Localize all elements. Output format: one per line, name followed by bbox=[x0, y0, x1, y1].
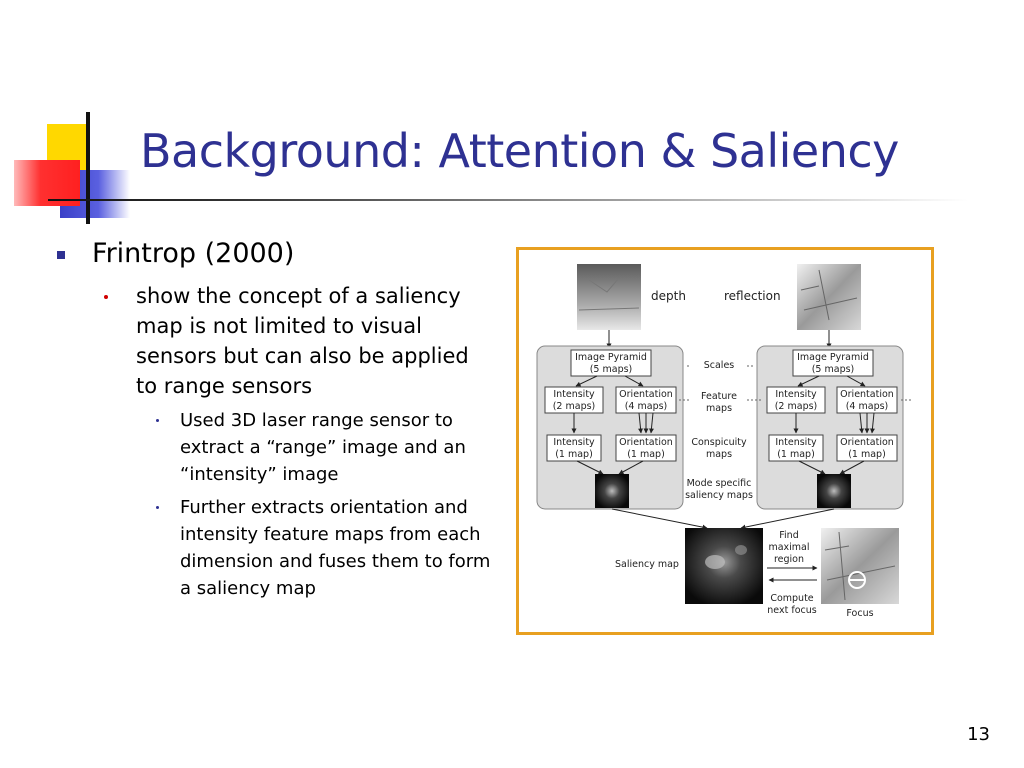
dot-bullet-icon bbox=[156, 419, 159, 422]
right-orientation-feature-box bbox=[836, 386, 898, 414]
mode-specific-label: saliency maps bbox=[685, 490, 753, 501]
box-count: (2 maps) bbox=[553, 401, 596, 412]
left-image-pyramid-box bbox=[570, 349, 652, 377]
right-image-pyramid-count: (5 maps) bbox=[812, 364, 855, 375]
arrow bbox=[839, 460, 865, 475]
sub-sub-bullet-laser: Used 3D laser range sensor to extract a … bbox=[52, 407, 492, 488]
reflection-image bbox=[797, 264, 861, 330]
page-number: 13 bbox=[967, 724, 990, 745]
left-image-pyramid-title: Image Pyramid bbox=[575, 352, 647, 363]
arrow bbox=[618, 460, 644, 475]
sub-sub-bullet-feature-maps: Further extracts orientation and intensi… bbox=[52, 494, 492, 602]
arrow bbox=[638, 412, 644, 434]
slide-body: Frintrop (2000) show the concept of a sa… bbox=[52, 236, 492, 602]
title-ornament-vertical-line bbox=[86, 112, 90, 224]
feature-maps-label: Feature bbox=[701, 391, 737, 402]
right-intensity-conspicuity-box bbox=[768, 434, 824, 462]
compute-label: Compute bbox=[770, 593, 813, 604]
arrow bbox=[859, 412, 865, 434]
right-mode-saliency-map bbox=[817, 474, 851, 508]
feature-maps-label: maps bbox=[706, 403, 732, 414]
reflection-image-detail bbox=[800, 269, 858, 321]
compute-label: next focus bbox=[767, 605, 816, 616]
box-count: (4 maps) bbox=[625, 401, 668, 412]
find-label: region bbox=[774, 554, 804, 565]
left-orientation-feature-box bbox=[615, 386, 677, 414]
left-intensity-feature-box bbox=[544, 386, 604, 414]
arrow-left-to-saliency bbox=[611, 508, 708, 530]
box-count: (1 map) bbox=[627, 449, 665, 460]
bullet-frintrop: Frintrop (2000) bbox=[52, 236, 492, 272]
conspicuity-maps-label: Conspicuity bbox=[691, 437, 747, 448]
mode-specific-label: Mode specific bbox=[687, 478, 752, 489]
right-intensity-feature-box bbox=[766, 386, 826, 414]
box-label: Intensity bbox=[553, 437, 595, 448]
left-image-pyramid-count: (5 maps) bbox=[590, 364, 633, 375]
conspicuity-maps-label: maps bbox=[706, 449, 732, 460]
arrow bbox=[869, 412, 875, 434]
box-label: Orientation bbox=[619, 389, 673, 400]
sub-sub-bullet-text: Further extracts orientation and intensi… bbox=[180, 497, 491, 599]
left-orientation-conspicuity-box bbox=[615, 434, 677, 462]
dot-bullet-icon bbox=[104, 295, 108, 299]
saliency-system-diagram: depth reflection Image Pyramid (5 maps) … bbox=[516, 247, 934, 635]
box-label: Orientation bbox=[840, 437, 894, 448]
box-label: Intensity bbox=[775, 389, 817, 400]
arrow bbox=[575, 375, 598, 387]
arrow bbox=[624, 375, 644, 387]
depth-label: depth bbox=[651, 289, 686, 303]
find-label: Find bbox=[779, 530, 798, 541]
right-orientation-conspicuity-box bbox=[836, 434, 898, 462]
reflection-label: reflection bbox=[724, 289, 781, 303]
arrow bbox=[648, 412, 654, 434]
arrow bbox=[797, 375, 820, 387]
dot-bullet-icon bbox=[156, 506, 159, 509]
sub-sub-bullet-text: Used 3D laser range sensor to extract a … bbox=[180, 410, 466, 485]
box-label: Intensity bbox=[553, 389, 595, 400]
left-mode-saliency-map bbox=[595, 474, 629, 508]
depth-image bbox=[577, 264, 641, 330]
box-label: Intensity bbox=[775, 437, 817, 448]
sub-bullet-text: show the concept of a saliency map is no… bbox=[136, 284, 469, 398]
sub-bullet-concept: show the concept of a saliency map is no… bbox=[52, 281, 492, 401]
left-intensity-conspicuity-box bbox=[546, 434, 602, 462]
title-ornament-red bbox=[14, 160, 80, 206]
square-bullet-icon bbox=[57, 251, 65, 259]
arrow-right-to-saliency bbox=[740, 508, 835, 530]
arrow bbox=[846, 375, 866, 387]
arrow bbox=[798, 460, 826, 475]
bullet-text: Frintrop (2000) bbox=[92, 238, 295, 269]
find-label: maximal bbox=[768, 542, 809, 553]
saliency-hotspot bbox=[705, 555, 725, 569]
scales-label: Scales bbox=[704, 360, 735, 371]
box-count: (1 map) bbox=[777, 449, 815, 460]
box-count: (4 maps) bbox=[846, 401, 889, 412]
saliency-map-label: Saliency map bbox=[615, 559, 679, 570]
saliency-hotspot bbox=[735, 545, 747, 555]
right-image-pyramid-title: Image Pyramid bbox=[797, 352, 869, 363]
box-label: Orientation bbox=[840, 389, 894, 400]
arrow bbox=[576, 460, 604, 475]
saliency-map-image bbox=[685, 528, 763, 604]
title-underline bbox=[48, 199, 968, 201]
focus-image bbox=[821, 528, 899, 604]
focus-label: Focus bbox=[846, 608, 873, 619]
box-label: Orientation bbox=[619, 437, 673, 448]
box-count: (1 map) bbox=[555, 449, 593, 460]
right-image-pyramid-box bbox=[792, 349, 874, 377]
box-count: (1 map) bbox=[848, 449, 886, 460]
depth-image-detail bbox=[578, 277, 640, 311]
box-count: (2 maps) bbox=[775, 401, 818, 412]
slide-title: Background: Attention & Saliency bbox=[140, 124, 899, 178]
